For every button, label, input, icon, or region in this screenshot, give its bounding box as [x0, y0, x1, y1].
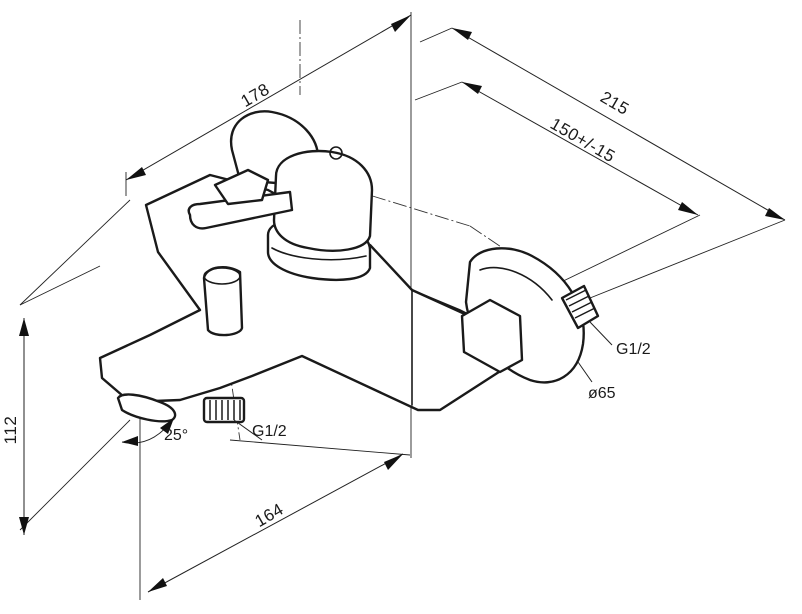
dim-line-215 — [451, 27, 786, 221]
diverter-knob — [202, 266, 244, 337]
main-body — [98, 173, 504, 412]
dim-label-d65: ø65 — [588, 385, 616, 402]
cartridge-dome — [272, 149, 374, 252]
faucet-body — [98, 110, 600, 424]
dim-label-25: 25° — [164, 427, 188, 444]
dim-label-g12-outlet: G1/2 — [252, 423, 287, 440]
spout-outlet — [116, 393, 177, 423]
lever-hub — [213, 168, 270, 206]
lever-handle — [187, 190, 294, 230]
inlet-thread-fitting — [560, 284, 600, 330]
outlet-thread-fitting — [202, 396, 246, 424]
dim-line-164 — [147, 453, 404, 593]
dim-label-g12-inlet: G1/2 — [616, 341, 651, 358]
inlet-union-nut — [460, 298, 524, 374]
dim-label-150: 150+/-15 — [547, 114, 619, 166]
dim-line-150 — [461, 81, 699, 216]
leader-d65 — [577, 361, 593, 383]
leader-g12-outlet — [233, 419, 263, 441]
arrowheads — [19, 15, 785, 592]
dim-label-178: 178 — [238, 80, 273, 111]
dim-label-112: 112 — [1, 416, 20, 445]
dim-line-178 — [125, 14, 412, 181]
leader-g12-inlet — [589, 321, 613, 346]
